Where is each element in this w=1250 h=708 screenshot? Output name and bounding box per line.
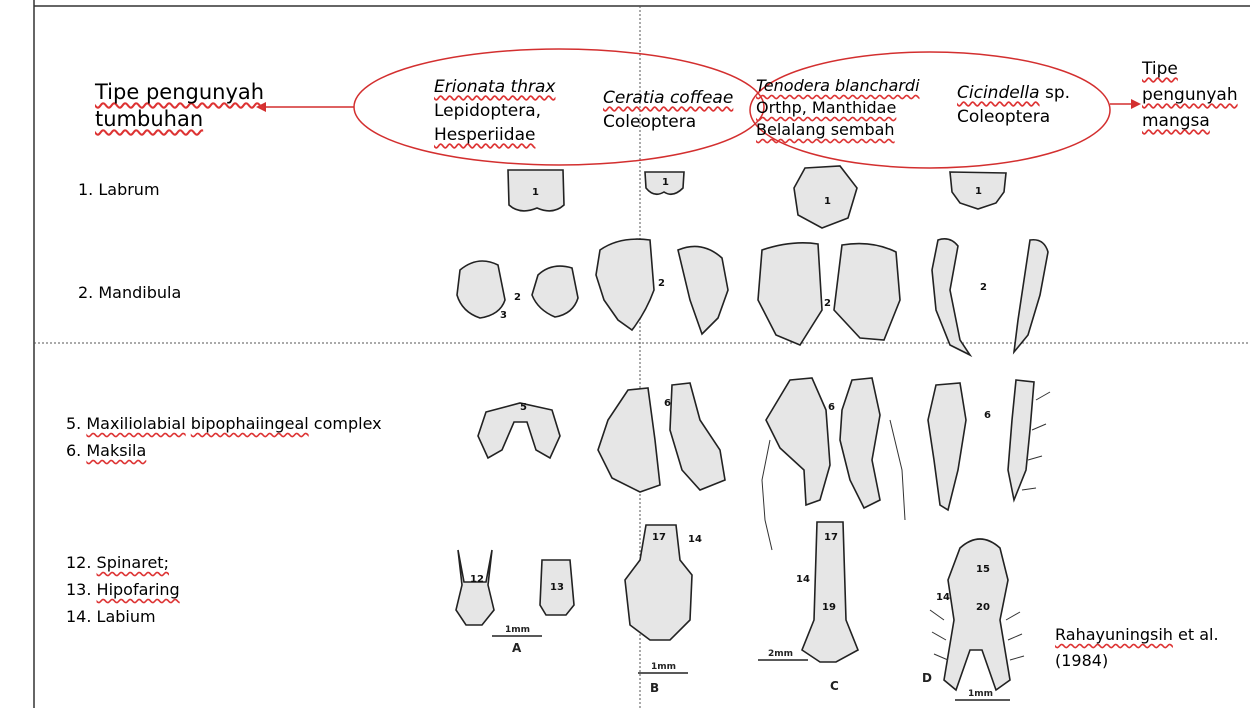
part-number: 6 bbox=[664, 398, 671, 409]
mandible-C-right bbox=[834, 244, 900, 340]
mandible-C-left bbox=[758, 243, 822, 345]
mandible-A-left bbox=[457, 261, 505, 318]
labium-D bbox=[944, 539, 1010, 690]
species-order-tenodera: Orthp, Manthidae bbox=[756, 98, 896, 117]
species-name-ceratia: Ceratia coffeae bbox=[603, 87, 733, 109]
part-number: 2 bbox=[514, 292, 521, 303]
maxilla-C-palp bbox=[762, 440, 772, 550]
species-name-tenodera: Tenodera blanchardi bbox=[756, 76, 920, 95]
part-number: 14 bbox=[936, 592, 950, 603]
scale-label-D: 1mm bbox=[968, 689, 993, 699]
part-number: 14 bbox=[796, 574, 810, 585]
mandible-D-right bbox=[1014, 240, 1048, 352]
part-number: 5 bbox=[520, 402, 527, 413]
scale-label-C: 2mm bbox=[768, 649, 793, 659]
labium-D-setae-left bbox=[930, 610, 948, 660]
spinaret-A bbox=[456, 550, 494, 625]
part-number: 12 bbox=[470, 574, 484, 585]
species-name-erionata: Erionata thrax bbox=[434, 76, 555, 98]
part-label-spinaret: 12. Spinaret; bbox=[66, 553, 169, 572]
right-arrow-head bbox=[1131, 99, 1141, 109]
predator-chewer-label-line3: mangsa bbox=[1142, 110, 1210, 132]
part-number: 15 bbox=[976, 564, 990, 575]
citation-year: (1984) bbox=[1055, 651, 1108, 670]
maxilla-B-left bbox=[598, 388, 660, 492]
part-number: 1 bbox=[662, 177, 669, 188]
maxilla-C-right bbox=[840, 378, 880, 508]
part-label-mandibula: 2. Mandibula bbox=[78, 283, 181, 302]
part-number: 17 bbox=[652, 532, 666, 543]
panel-letter-A: A bbox=[512, 641, 522, 655]
citation-author: Rahayuningsih et al. bbox=[1055, 625, 1219, 644]
part-number: 19 bbox=[822, 602, 836, 613]
panel-letter-B: B bbox=[650, 681, 659, 695]
plant-chewer-label-line2: tumbuhan bbox=[95, 107, 203, 132]
plant-chewer-label-line1: Tipe pengunyah bbox=[95, 80, 264, 105]
species-order-ceratia: Coleoptera bbox=[603, 111, 696, 133]
species-order-cicindella: Coleoptera bbox=[957, 106, 1050, 128]
species-name-cicindella: Cicindella sp. bbox=[957, 82, 1070, 104]
part-number: 1 bbox=[532, 187, 539, 198]
part-number: 13 bbox=[550, 582, 564, 593]
part-label-maxiliolabial: 5. Maxiliolabial bipophaiingeal complex bbox=[66, 414, 382, 433]
part-label-hipofaring: 13. Hipofaring bbox=[66, 580, 180, 599]
part-number: 2 bbox=[658, 278, 665, 289]
maxilla-B-right bbox=[670, 383, 725, 490]
labium-C bbox=[802, 522, 858, 662]
part-label-maksila: 6. Maksila bbox=[66, 441, 146, 460]
predator-chewer-label-line2: pengunyah bbox=[1142, 84, 1238, 106]
part-label-labrum: 1. Labrum bbox=[78, 180, 160, 199]
part-number: 17 bbox=[824, 532, 838, 543]
species-common-tenodera: Belalang sembah bbox=[756, 120, 895, 139]
scale-label-A: 1mm bbox=[505, 625, 530, 635]
species-order-erionata: Lepidoptera, bbox=[434, 100, 541, 122]
part-number: 3 bbox=[500, 310, 507, 321]
panel-letter-D: D bbox=[922, 671, 932, 685]
predator-chewer-label-line1: Tipe bbox=[1142, 58, 1178, 80]
part-number: 6 bbox=[984, 410, 991, 421]
panel-letter-C: C bbox=[830, 679, 839, 693]
maxilla-C-palp-right bbox=[890, 420, 905, 520]
scale-label-B: 1mm bbox=[651, 662, 676, 672]
part-number: 2 bbox=[980, 282, 987, 293]
mandible-A-right bbox=[532, 266, 578, 317]
maxilla-D-right bbox=[1008, 380, 1034, 500]
maxilla-A bbox=[478, 403, 560, 458]
maxilla-C-left bbox=[766, 378, 830, 505]
species-family-erionata: Hesperiidae bbox=[434, 124, 535, 146]
maxilla-D-left bbox=[928, 383, 966, 510]
labium-D-setae-right bbox=[1006, 612, 1024, 660]
part-number: 20 bbox=[976, 602, 990, 613]
part-number: 14 bbox=[688, 534, 702, 545]
mandible-B-right bbox=[678, 246, 728, 334]
part-number: 6 bbox=[828, 402, 835, 413]
mandible-D-left bbox=[932, 239, 970, 355]
mandible-B-left bbox=[596, 239, 654, 330]
part-label-labium: 14. Labium bbox=[66, 607, 156, 626]
part-number: 2 bbox=[824, 298, 831, 309]
part-number: 1 bbox=[824, 196, 831, 207]
part-number: 1 bbox=[975, 186, 982, 197]
